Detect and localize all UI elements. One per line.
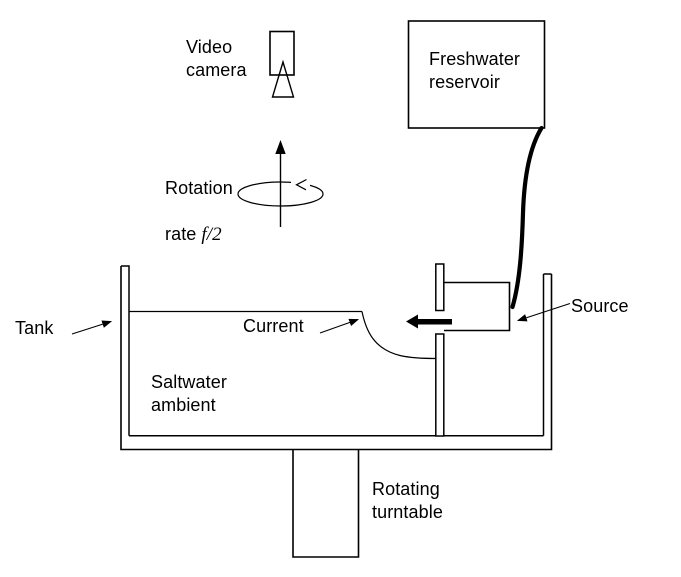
reservoir-box <box>407 20 546 129</box>
camera-lens-cone <box>271 59 295 98</box>
video-camera-icon <box>269 30 295 98</box>
tank-outer-wall <box>120 266 553 451</box>
video-camera-label: Video camera <box>186 37 247 80</box>
rotation-axis-arrowhead <box>275 140 286 154</box>
barrier-wall-lower <box>435 333 445 437</box>
supply-tube <box>510 125 544 310</box>
turntable-pedestal <box>292 449 360 558</box>
tank-pointer-arrow <box>71 320 113 335</box>
rotation-rate-word: rate <box>165 224 197 244</box>
rotation-direction-chevron-icon <box>295 178 307 191</box>
camera-body <box>269 30 295 76</box>
rotation-direction-ellipse <box>237 176 324 207</box>
freshwater-reservoir-label: Freshwater reservoir <box>429 49 521 92</box>
saltwater-ambient-label: Saltwater ambient <box>151 372 227 415</box>
current-front-curve <box>361 311 437 360</box>
current-pointer-arrow <box>319 318 360 334</box>
rotation-rate-symbol: f/2 <box>201 224 222 245</box>
source-label: Source <box>571 296 629 316</box>
rotation-axis-arrow <box>275 140 286 227</box>
outflow-arrow <box>406 314 452 329</box>
rotating-turntable-label: Rotating turntable <box>372 479 443 522</box>
source-box <box>444 281 511 332</box>
source-pointer-arrow <box>516 302 571 322</box>
tank-inner-wall <box>121 265 552 437</box>
tank-label: Tank <box>15 318 54 338</box>
current-label: Current <box>243 316 304 336</box>
barrier-wall-upper <box>435 263 445 312</box>
rotation-rate-line1: Rotation <box>165 178 233 198</box>
